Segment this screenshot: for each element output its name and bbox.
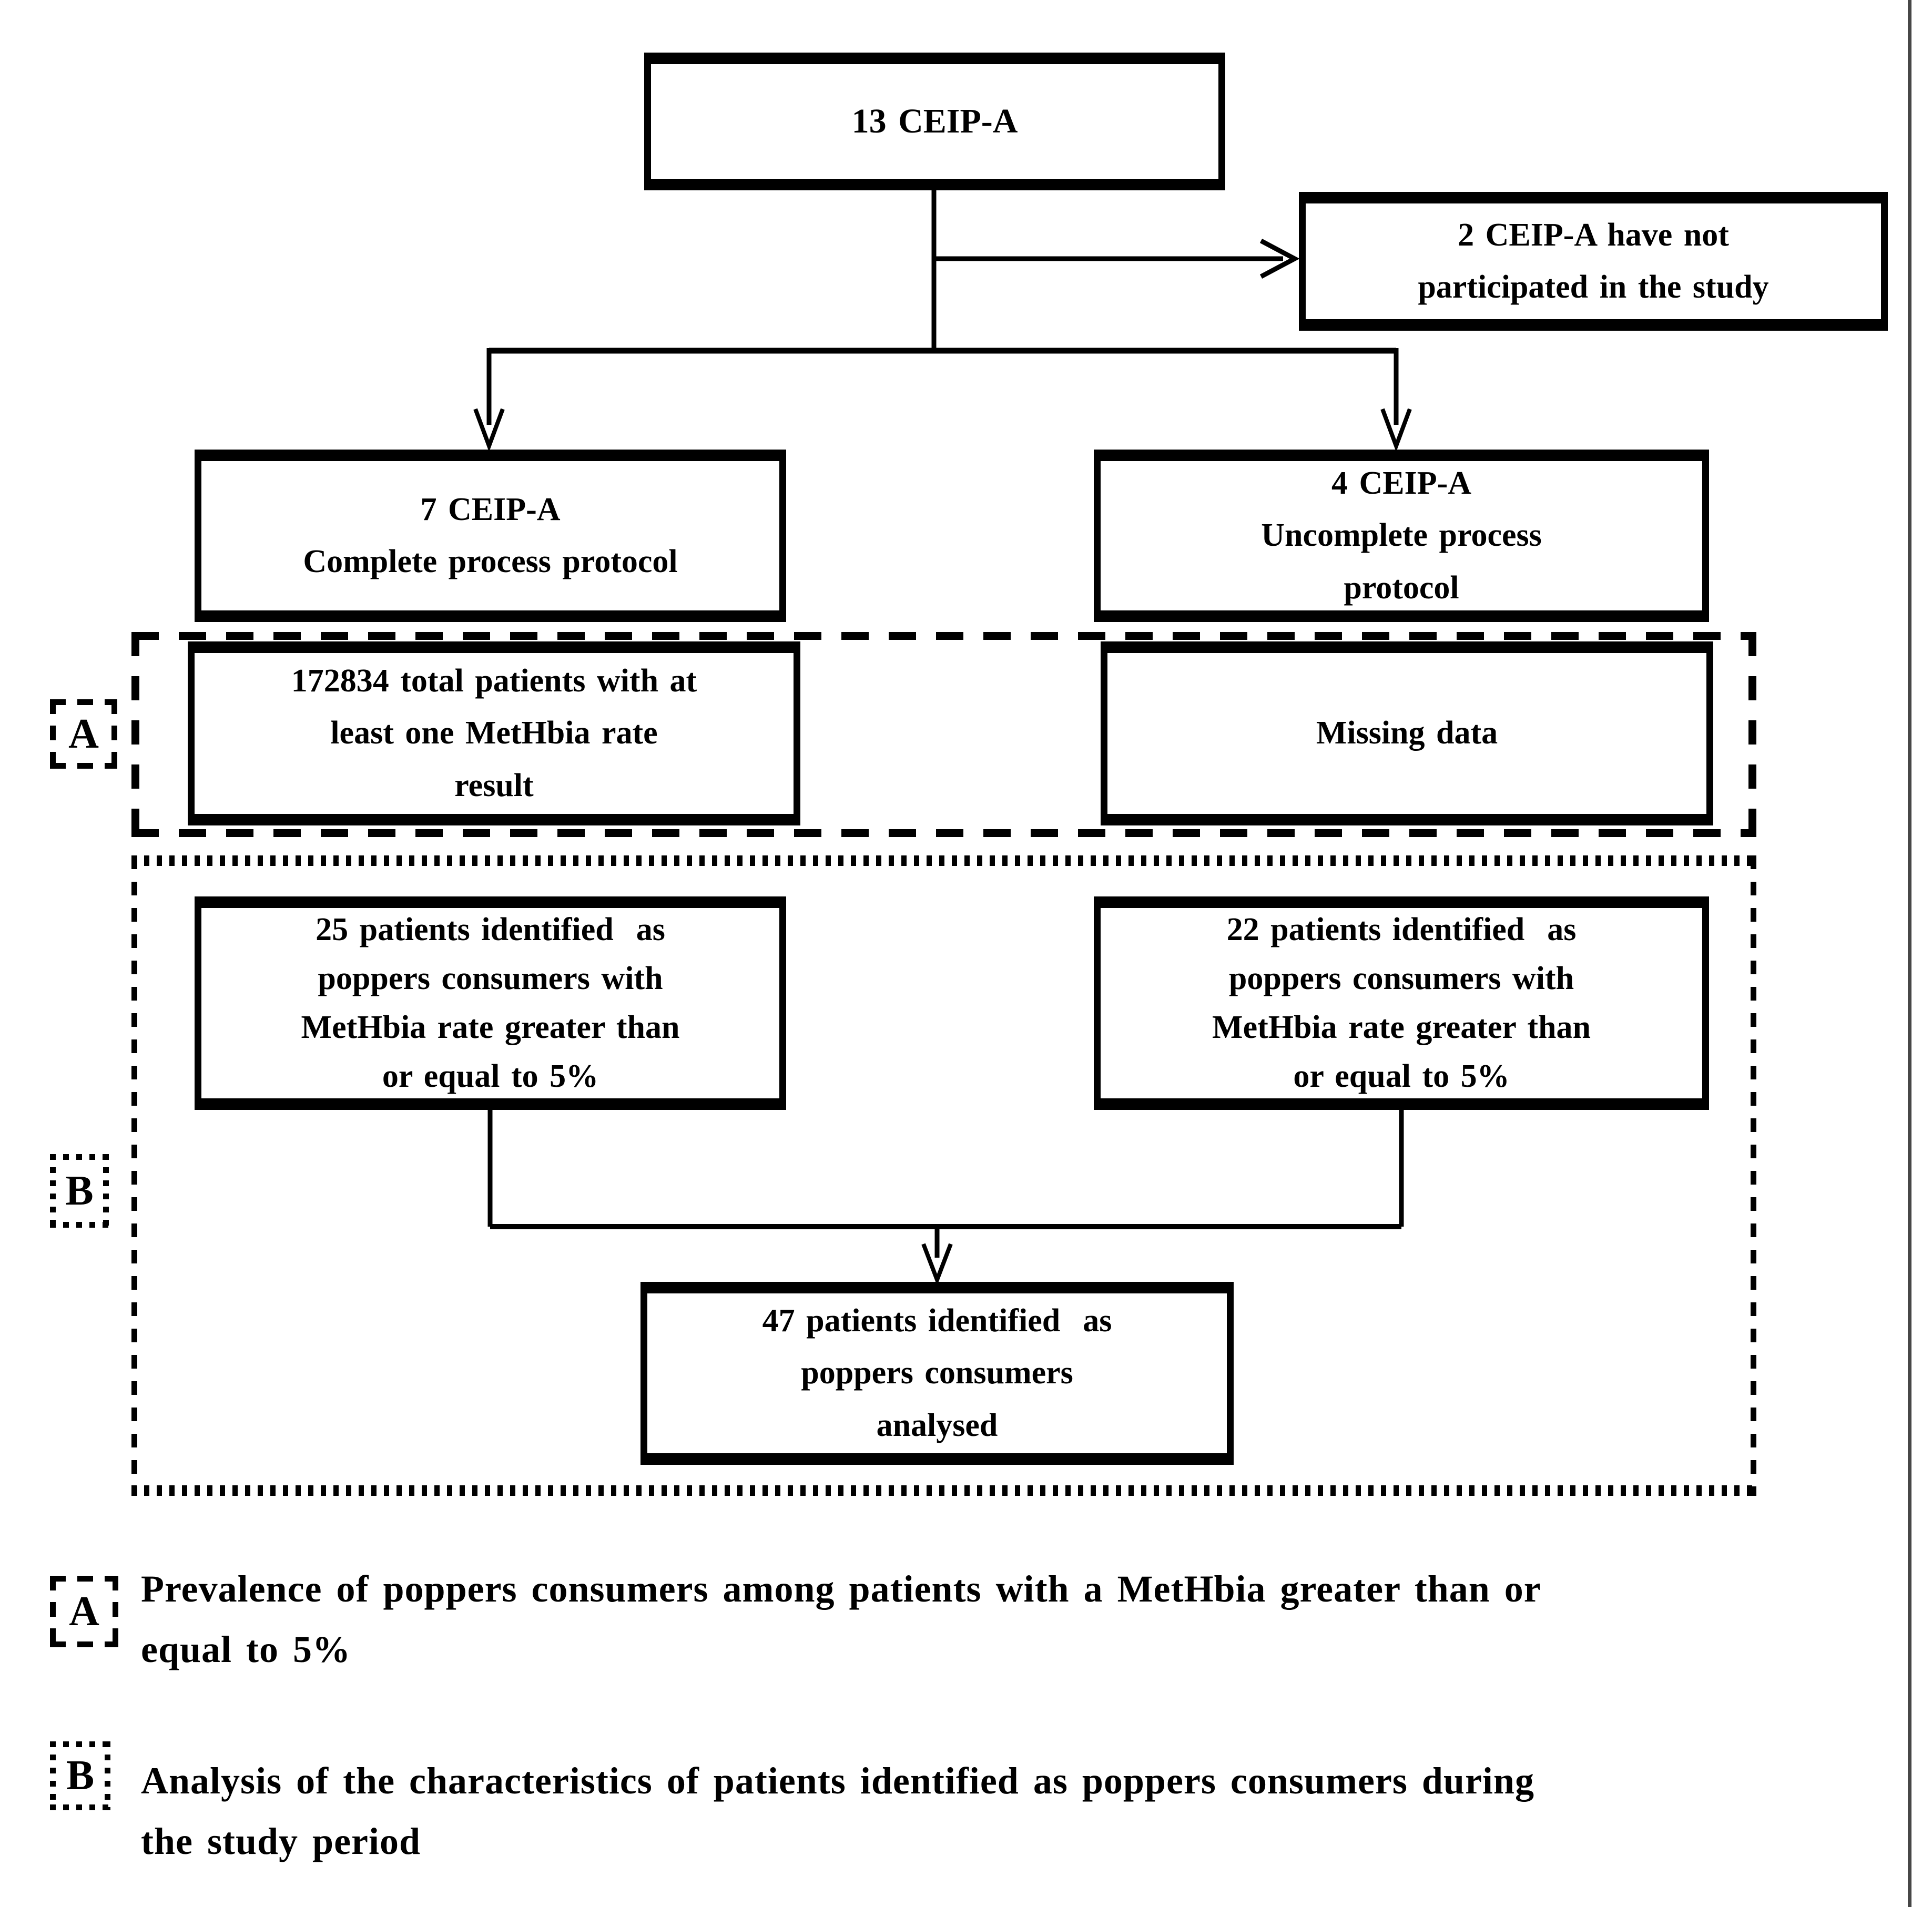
arrowhead-down-right-icon xyxy=(1380,408,1412,452)
box-47-analysed: 47 patients identified as poppers consum… xyxy=(640,1282,1234,1465)
box-missing-data: Missing data xyxy=(1101,641,1713,825)
box-uncomplete-protocol: 4 CEIP-A Uncomplete process protocol xyxy=(1094,450,1709,622)
legend-a-text: Prevalence of poppers consumers among pa… xyxy=(141,1568,1541,1671)
box-complete-protocol: 7 CEIP-A Complete process protocol xyxy=(195,450,786,622)
box-total-patients: 172834 total patients with at least one … xyxy=(188,641,800,825)
box-not-participated: 2 CEIP-A have not participated in the st… xyxy=(1299,192,1888,331)
region-b-label: B xyxy=(50,1154,109,1228)
region-a-label: A xyxy=(50,699,117,769)
arrowhead-right-icon xyxy=(1259,239,1300,279)
box-22-patients: 22 patients identified as poppers consum… xyxy=(1094,896,1709,1110)
page-edge-line xyxy=(1908,0,1911,1907)
legend-a-label: A xyxy=(50,1576,118,1647)
legend-b-label: B xyxy=(50,1741,110,1810)
arrowhead-down-left-icon xyxy=(473,408,505,452)
legend-b-text: Analysis of the characteristics of patie… xyxy=(141,1760,1534,1863)
box-25-patients: 25 patients identified as poppers consum… xyxy=(195,896,786,1110)
box-13-ceip-a: 13 CEIP-A xyxy=(644,53,1225,190)
